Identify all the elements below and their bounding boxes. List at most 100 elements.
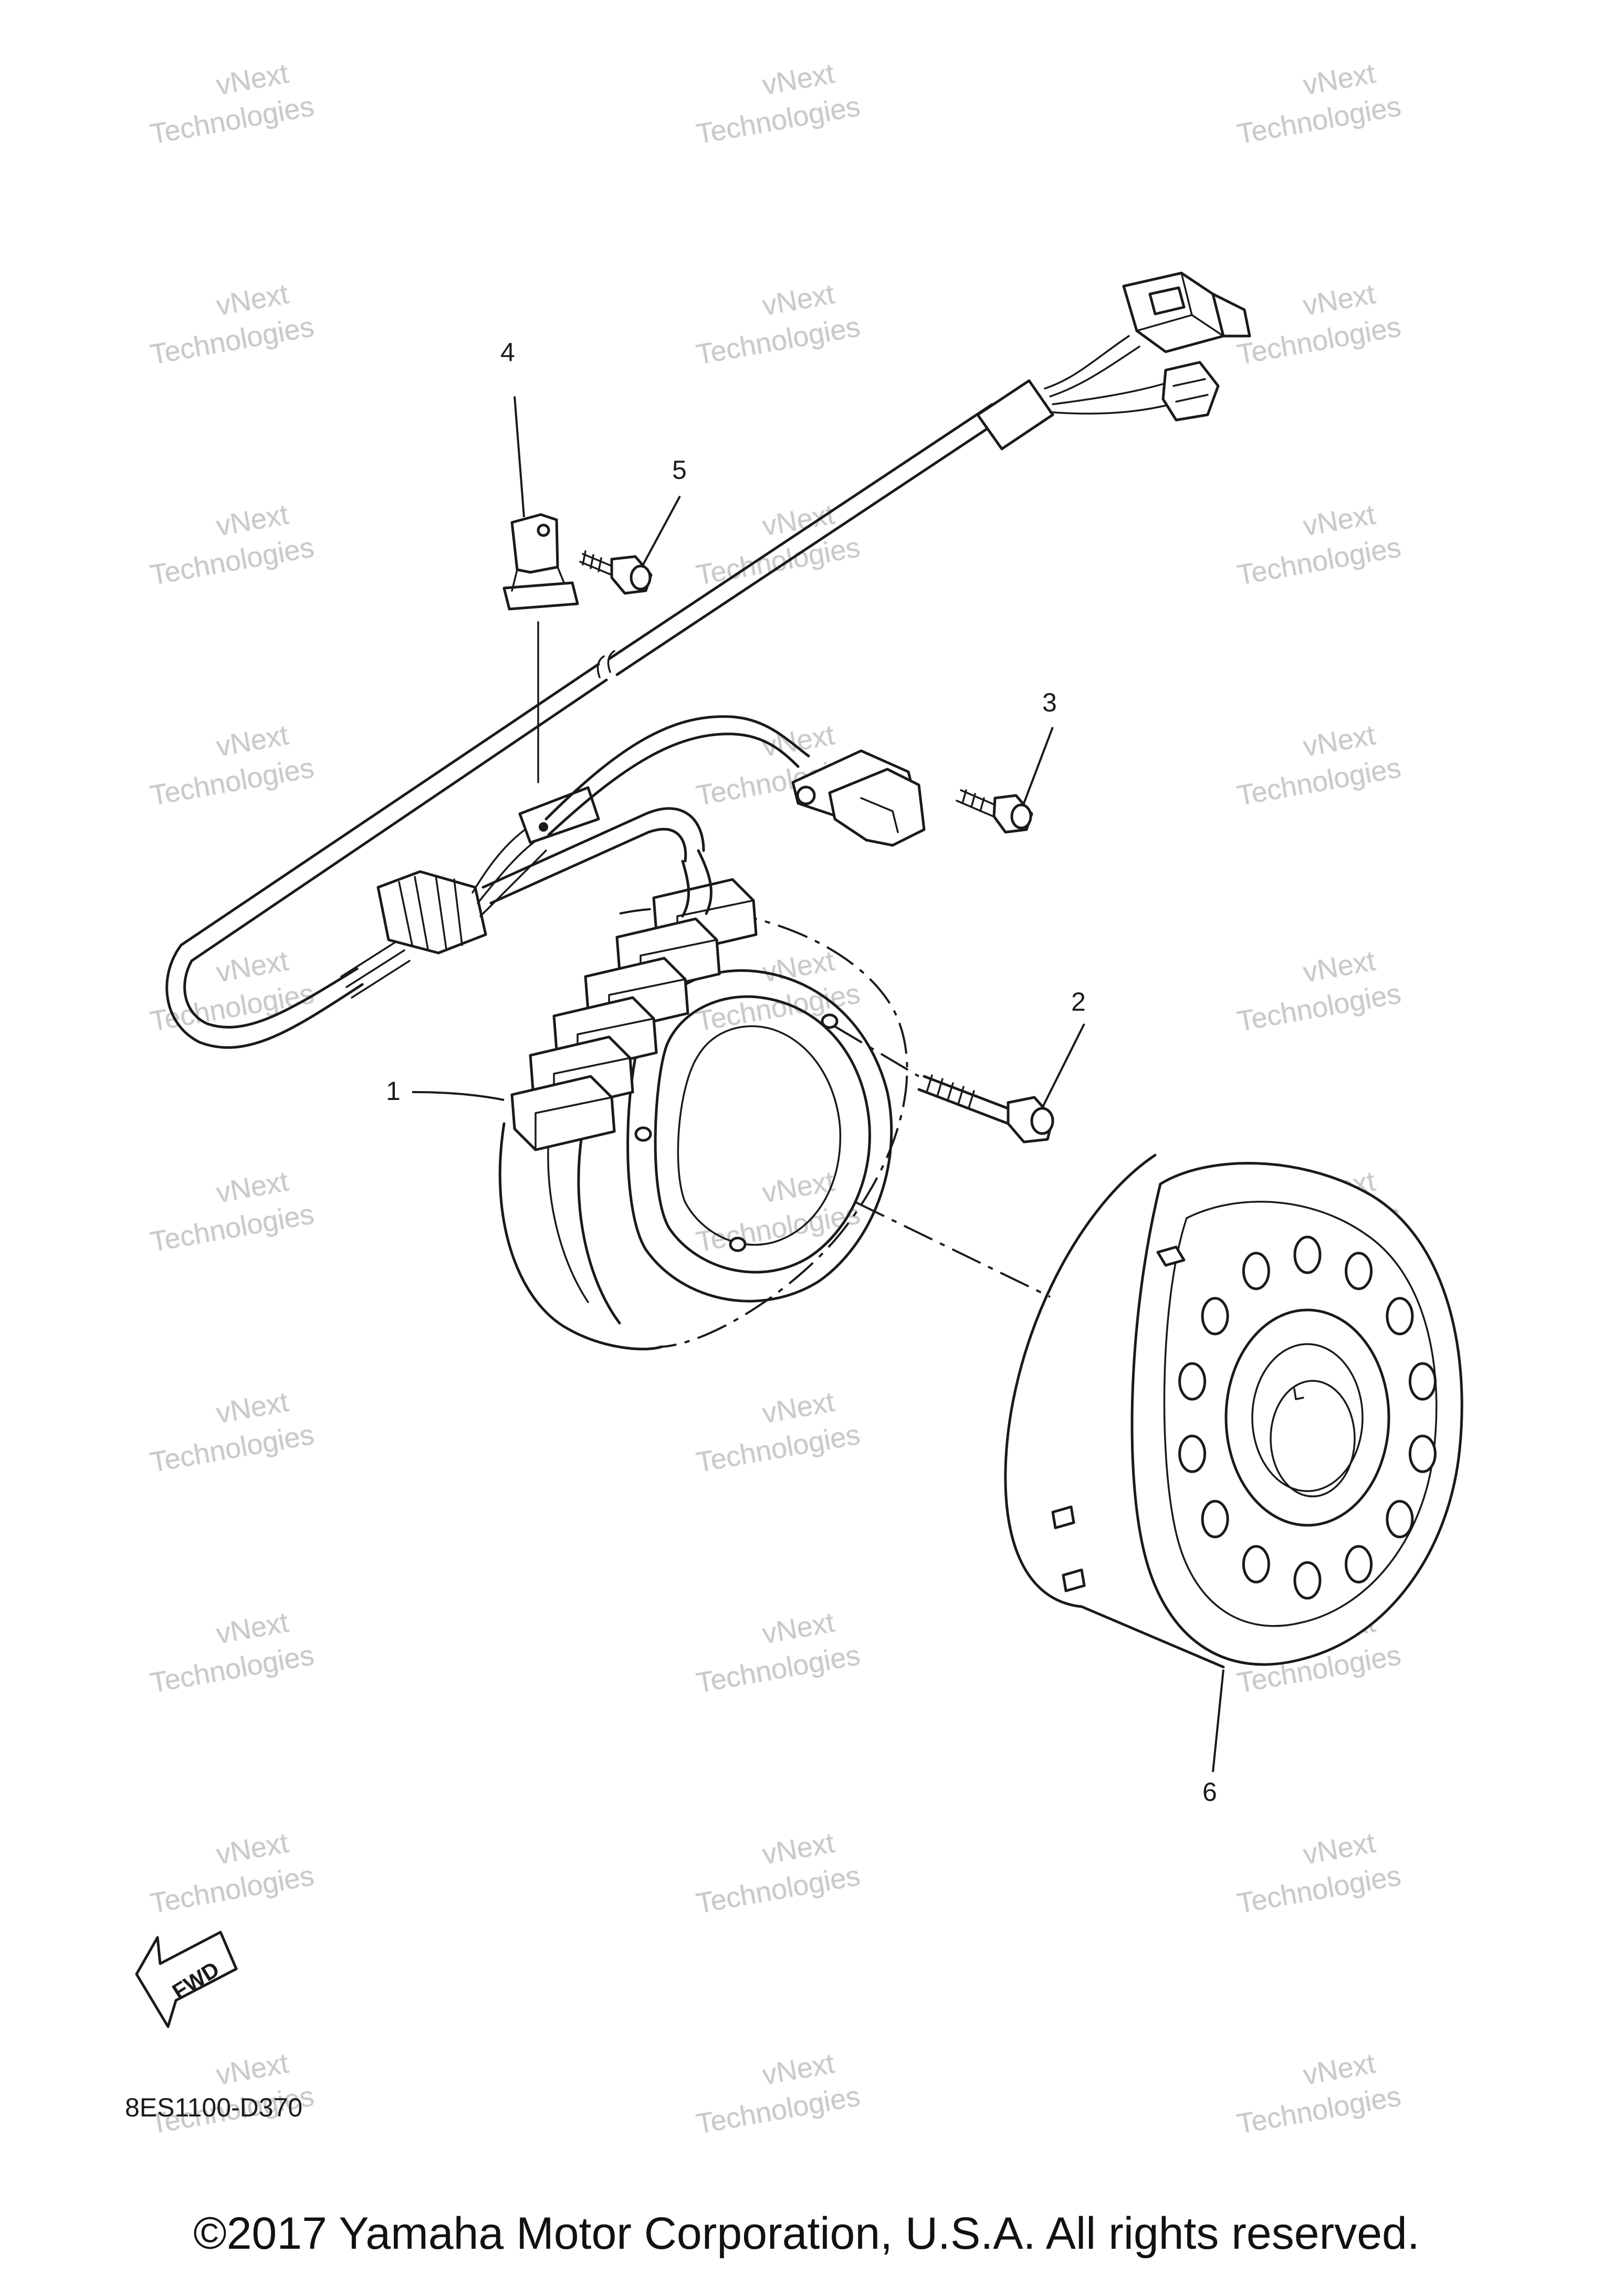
svg-text:vNext: vNext: [1301, 499, 1377, 542]
svg-text:vNext: vNext: [760, 278, 836, 322]
screw-item-3: [956, 789, 1033, 834]
diagram-code: 8ES1100-D370: [125, 2093, 303, 2122]
magnet-pocket: [1293, 1235, 1322, 1274]
watermark-layer: vNextTechnologiesvNextTechnologiesvNextT…: [148, 57, 1403, 2140]
svg-text:Technologies: Technologies: [694, 2080, 863, 2140]
copyright-notice: ©2017 Yamaha Motor Corporation, U.S.A. A…: [193, 2208, 1420, 2259]
svg-text:vNext: vNext: [1301, 58, 1377, 101]
svg-text:Technologies: Technologies: [148, 752, 317, 812]
svg-text:Technologies: Technologies: [694, 531, 863, 591]
svg-text:vNext: vNext: [760, 1827, 836, 1871]
svg-text:vNext: vNext: [1301, 1827, 1377, 1871]
svg-text:vNext: vNext: [214, 499, 290, 542]
magnet-pocket: [1178, 1362, 1207, 1401]
svg-text:vNext: vNext: [1301, 945, 1377, 989]
rotor-magnet-pockets: [1178, 1235, 1437, 1600]
magnet-pocket: [1345, 1252, 1373, 1291]
svg-text:vNext: vNext: [760, 2048, 836, 2091]
svg-text:Technologies: Technologies: [148, 311, 317, 371]
rotor-flywheel: [1004, 1154, 1463, 1669]
svg-text:vNext: vNext: [214, 278, 290, 322]
svg-text:Technologies: Technologies: [694, 311, 863, 371]
svg-text:Technologies: Technologies: [1235, 1860, 1403, 1920]
svg-text:Technologies: Technologies: [694, 1860, 863, 1920]
svg-text:Technologies: Technologies: [694, 90, 863, 150]
svg-text:vNext: vNext: [214, 2048, 290, 2091]
svg-text:Technologies: Technologies: [1235, 978, 1403, 1037]
small-connector: [1161, 361, 1220, 422]
svg-text:Technologies: Technologies: [148, 90, 317, 150]
magnet-pocket: [1408, 1362, 1437, 1401]
fwd-arrow-icon: FWD: [135, 1931, 238, 2028]
magnet-pocket: [1408, 1434, 1437, 1473]
svg-text:vNext: vNext: [760, 719, 836, 763]
magnet-pocket: [1242, 1252, 1270, 1291]
svg-text:Technologies: Technologies: [1235, 2080, 1403, 2140]
magnet-pocket: [1201, 1500, 1229, 1538]
svg-text:Technologies: Technologies: [1235, 311, 1403, 371]
svg-text:Technologies: Technologies: [694, 1639, 863, 1699]
svg-text:vNext: vNext: [760, 1607, 836, 1650]
clamp-bracket: [502, 513, 579, 783]
magnet-pocket: [1178, 1434, 1207, 1473]
svg-text:Technologies: Technologies: [1235, 531, 1403, 591]
bolt-item-2: [834, 1025, 1054, 1144]
screw-item-5: [579, 550, 653, 595]
svg-text:Technologies: Technologies: [148, 1860, 317, 1920]
svg-text:vNext: vNext: [214, 1166, 290, 1209]
magnet-pocket: [1386, 1297, 1414, 1336]
svg-text:Technologies: Technologies: [1235, 752, 1403, 812]
svg-text:Technologies: Technologies: [148, 1198, 317, 1258]
callout-4: 4: [500, 338, 515, 367]
svg-text:vNext: vNext: [214, 945, 290, 989]
callout-1: 1: [386, 1076, 401, 1106]
callout-6: 6: [1202, 1777, 1217, 1807]
svg-text:vNext: vNext: [214, 1607, 290, 1650]
stator-tooth: [510, 1075, 616, 1151]
svg-text:vNext: vNext: [760, 1386, 836, 1430]
stator-assembly: [498, 849, 908, 1350]
magnet-pocket: [1345, 1545, 1373, 1584]
svg-text:Technologies: Technologies: [694, 1198, 863, 1258]
wire-harness: [165, 271, 1251, 1049]
callout-5: 5: [672, 455, 687, 485]
magnet-pocket: [1293, 1561, 1322, 1600]
alignment-centerline: [855, 1201, 1051, 1298]
stator-pole-teeth: [510, 878, 758, 1151]
callout-3: 3: [1042, 688, 1057, 717]
callout-2: 2: [1071, 987, 1086, 1016]
svg-text:Technologies: Technologies: [1235, 90, 1403, 150]
coupler-connector: [1122, 271, 1251, 353]
magnet-pocket: [1386, 1500, 1414, 1538]
svg-text:vNext: vNext: [1301, 278, 1377, 322]
svg-text:vNext: vNext: [1301, 2048, 1377, 2091]
magnet-pocket: [1201, 1297, 1229, 1336]
magnet-pocket: [1242, 1545, 1270, 1584]
svg-text:Technologies: Technologies: [148, 1419, 317, 1479]
svg-text:vNext: vNext: [214, 719, 290, 763]
svg-text:Technologies: Technologies: [148, 1639, 317, 1699]
grommet-plug: [340, 715, 810, 999]
svg-text:vNext: vNext: [214, 58, 290, 101]
svg-text:Technologies: Technologies: [148, 531, 317, 591]
callout-leaders: [412, 396, 1224, 1773]
